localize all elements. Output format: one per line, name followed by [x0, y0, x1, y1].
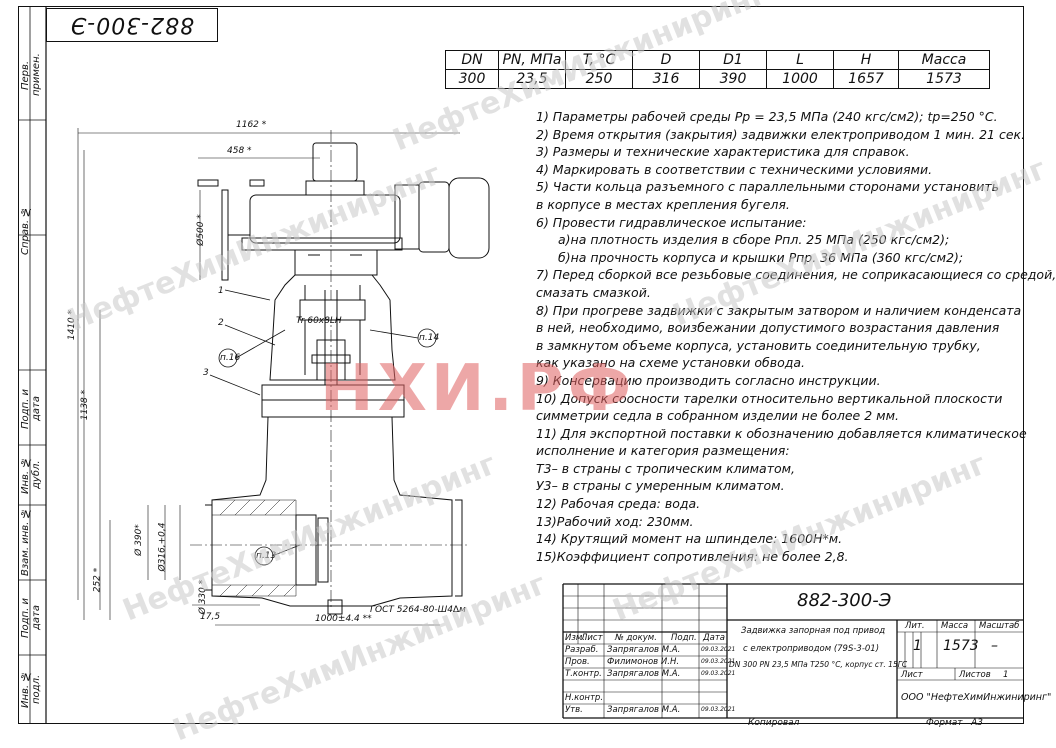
drawing-frame: [18, 6, 1024, 724]
title-block: Изм. Лист № докум. Подп. Дата Разраб. За…: [563, 584, 1051, 724]
role-approver: Утв.: [565, 705, 583, 715]
lit-value: 1: [913, 638, 922, 654]
note-line: б)на прочность корпуса и крышки Рпр. 36 …: [558, 249, 964, 265]
sheets-label: Листов: [959, 670, 991, 680]
name-approver: Запрягалов М.А.: [607, 705, 681, 715]
note-line: в корпусе в местах крепления бугеля.: [536, 196, 790, 212]
date-tech-control: 09.03.2021: [701, 670, 736, 677]
col-header: Изм.: [565, 633, 585, 643]
copied-label: Копировал: [748, 718, 800, 728]
param-value: 1000: [766, 69, 834, 89]
callout-2: 2: [218, 318, 224, 328]
callout-p14: п.14: [419, 333, 440, 343]
note-line: 1) Параметры рабочей среды Рр = 23,5 МПа…: [536, 109, 998, 124]
note-line: 2) Время открытия (закрытия) задвижки ел…: [536, 126, 1026, 142]
callout-1: 1: [218, 286, 224, 296]
param-value: 1573: [898, 69, 990, 89]
date-approver: 09.03.2021: [701, 706, 736, 713]
desc-line-1: Задвижка запорная под привод: [741, 626, 886, 636]
note-line: 5) Части кольца разъемного с параллельны…: [536, 179, 999, 195]
note-line: 9) Консервацию производить согласно инст…: [536, 372, 881, 388]
param-value: 390: [699, 69, 767, 89]
note-line: 8) При прогреве задвижки с закрытым затв…: [536, 302, 1022, 318]
dim-bevel: 17,5: [200, 612, 221, 622]
title-block-grid: [562, 583, 1024, 719]
param-value: 250: [565, 69, 633, 89]
dim-handwheel-offset: 458 *: [227, 146, 252, 156]
name-checker: Филимонов И.Н.: [607, 657, 680, 667]
param-value: 316: [632, 69, 700, 89]
parameters-table: DN PN, МПа T, °C D D1 L H Масса 300 23,5…: [445, 50, 990, 89]
company-name: ООО "НефтеХимИнжиниринг": [901, 692, 1052, 703]
note-line: У3– в страны с умеренным климатом.: [536, 478, 785, 494]
name-tech-control: Запрягалов М.А.: [607, 669, 681, 679]
param-header: Масса: [898, 50, 990, 70]
format-label: Формат А3: [926, 718, 983, 728]
desc-line-2: с електроприводом (79S-3-01): [743, 644, 880, 654]
dim-overall-width: 1162 *: [236, 120, 267, 130]
parameters-value-row: 300 23,5 250 316 390 1000 1657 1573: [445, 69, 990, 89]
note-line: 3) Размеры и технические характеристика …: [536, 144, 910, 160]
valve-drawing: [77, 128, 490, 626]
sheet-label: Лист: [901, 670, 923, 680]
note-line: в ней, необходимо, воизбежании допустимо…: [536, 320, 1000, 336]
note-line: 15)Коэффициент сопротивления: не более 2…: [536, 548, 849, 564]
note-line: исполнение и категория размещения:: [536, 443, 790, 459]
note-line: 10) Допуск соосности тарелки относительн…: [536, 390, 1003, 406]
role-developer: Разраб.: [565, 645, 599, 655]
valve-body: [205, 416, 463, 615]
yoke-bonnet: [269, 274, 396, 385]
col-header: Подп.: [671, 633, 697, 643]
note-line: 4) Маркировать в соответствии с техничес…: [536, 161, 933, 177]
note-line: смазать смазкой.: [536, 284, 651, 300]
weld-note: ГОСТ 5264-80-Ш4∆м: [370, 605, 466, 615]
note-line: как указано на схеме установки обвода.: [536, 355, 805, 371]
role-tech-control: Т.контр.: [565, 669, 602, 679]
note-line: симметрии седла в собранном изделии не б…: [536, 408, 899, 424]
param-header: PN, МПа: [498, 50, 566, 70]
note-line: в замкнутом объеме корпуса, установить с…: [536, 337, 981, 353]
role-norm-control: Н.контр.: [565, 693, 604, 703]
cover-flange: [261, 384, 405, 418]
col-header: № докум.: [615, 633, 657, 643]
date-developer: 09.03.2021: [701, 646, 736, 653]
callout-3: 3: [203, 368, 209, 378]
lit-label: Лит.: [905, 621, 925, 631]
note-line: 13)Рабочий ход: 230мм.: [536, 513, 694, 529]
desc-line-3: DN 300 PN 23,5 МПа Т250 °С, корпус ст. 1…: [729, 660, 908, 669]
param-value: 300: [445, 69, 499, 89]
role-checker: Пров.: [565, 657, 590, 667]
watermark-logo: НХИ.РФ: [320, 352, 636, 426]
technical-notes: 1) Параметры рабочей среды Рр = 23,5 МПа…: [536, 108, 1056, 565]
callout-p13: п.13: [256, 551, 277, 561]
note-line: 7) Перед сборкой все резьбовые соединени…: [536, 267, 1056, 283]
col-header: Дата: [703, 633, 726, 643]
frame-lines: [18, 6, 47, 724]
spindle-thread: Tr 60x8LH: [296, 316, 342, 326]
dimension-lines: [77, 128, 460, 626]
mass-label: Масса: [941, 621, 969, 631]
electric-actuator: [197, 142, 490, 281]
param-value: 1657: [833, 69, 899, 89]
note-line: 12) Рабочая среда: вода.: [536, 496, 701, 512]
mass-value: 1573: [943, 638, 979, 654]
callout-p16: п.16: [220, 353, 241, 363]
note-line: 6) Провести гидравлическое испытание:: [536, 214, 807, 230]
note-line: а)на плотность изделия в сборе Рпл. 25 М…: [558, 232, 950, 248]
scale-value: –: [991, 638, 998, 654]
dim-face-to-face: 1000±4.4 **: [315, 614, 372, 624]
scale-label: Масштаб: [979, 621, 1020, 631]
section-hatch: [211, 499, 297, 597]
col-header: Лист: [581, 633, 603, 643]
title-designation: 882-300-Э: [797, 590, 892, 611]
note-line: Т3– в страны с тропическим климатом,: [536, 460, 796, 476]
sheets-value: 1: [1003, 670, 1009, 680]
note-line: 11) Для экспортной поставки к обозначени…: [536, 425, 1027, 441]
date-checker: 09.03.2021: [701, 658, 736, 665]
callout-circles: [209, 289, 437, 566]
note-line: 14) Крутящий момент на шпинделе: 1600Н*м…: [536, 531, 843, 547]
name-developer: Запрягалов М.А.: [607, 645, 681, 655]
param-value: 23,5: [498, 69, 566, 89]
